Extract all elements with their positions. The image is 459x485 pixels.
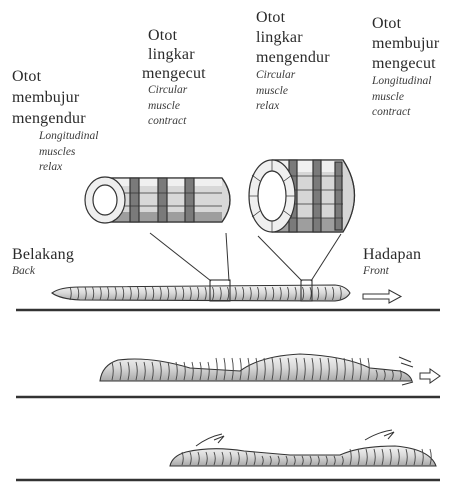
english-line-3: relax	[256, 99, 330, 115]
english-line-1: Circular	[148, 83, 206, 99]
front-malay: Hadapan	[363, 246, 421, 264]
label-circular-muscle-relax: Otot lingkar mengendur Circular muscle r…	[256, 8, 330, 115]
zoom-lines	[150, 233, 341, 281]
malay-line-3: mengecut	[142, 64, 206, 83]
malay-line-3: mengendur	[256, 48, 330, 68]
label-circular-muscle-contract: Otot lingkar mengecut Circular muscle co…	[148, 26, 206, 130]
body-segment	[232, 358, 233, 380]
english-line-1: Circular	[256, 68, 330, 84]
english-line-1: Longitudinal	[372, 74, 439, 90]
motion-marks-stage-3	[196, 430, 394, 446]
body-segment	[240, 358, 241, 380]
forward-arrow-stage-2	[420, 369, 440, 383]
earthworm-stage-3	[170, 446, 436, 466]
malay-line-1: Otot	[256, 8, 330, 28]
english-line-3: contract	[148, 114, 206, 130]
front-direction-arrow	[363, 290, 401, 303]
malay-line-2: lingkar	[148, 45, 206, 64]
label-longitudinal-muscles-relax: Otot membujur mengendur Longitudinal mus…	[12, 66, 98, 176]
circular-muscle-contracted-cylinder	[85, 177, 230, 223]
body-segment	[224, 358, 225, 380]
malay-line-2: membujur	[372, 34, 439, 54]
label-longitudinal-muscle-contract: Otot membujur mengecut Longitudinal musc…	[372, 14, 439, 121]
front-english: Front	[363, 264, 421, 280]
malay-line-1: Otot	[148, 26, 206, 45]
back-malay: Belakang	[12, 246, 74, 264]
english-line-2: muscle	[372, 90, 439, 106]
earthworm-stage-2	[100, 354, 412, 381]
english-line-3: relax	[39, 160, 98, 176]
earthworm-stage-1	[52, 280, 350, 301]
back-english: Back	[12, 264, 74, 280]
label-front: Hadapan Front	[363, 246, 421, 280]
body-segment	[216, 358, 217, 380]
circular-muscle-relaxed-cylinder	[249, 160, 355, 232]
english-line-1: Longitudinal	[39, 129, 98, 145]
label-back: Belakang Back	[12, 246, 74, 280]
malay-line-2: lingkar	[256, 28, 330, 48]
english-line-2: muscle	[256, 84, 330, 100]
malay-line-3: mengecut	[372, 54, 439, 74]
english-line-3: contract	[372, 105, 439, 121]
malay-line-3: mengendur	[12, 108, 98, 129]
english-line-2: muscles	[39, 145, 98, 161]
english-line-2: muscle	[148, 99, 206, 115]
malay-line-2: membujur	[12, 87, 98, 108]
malay-line-1: Otot	[12, 66, 98, 87]
malay-line-1: Otot	[372, 14, 439, 34]
